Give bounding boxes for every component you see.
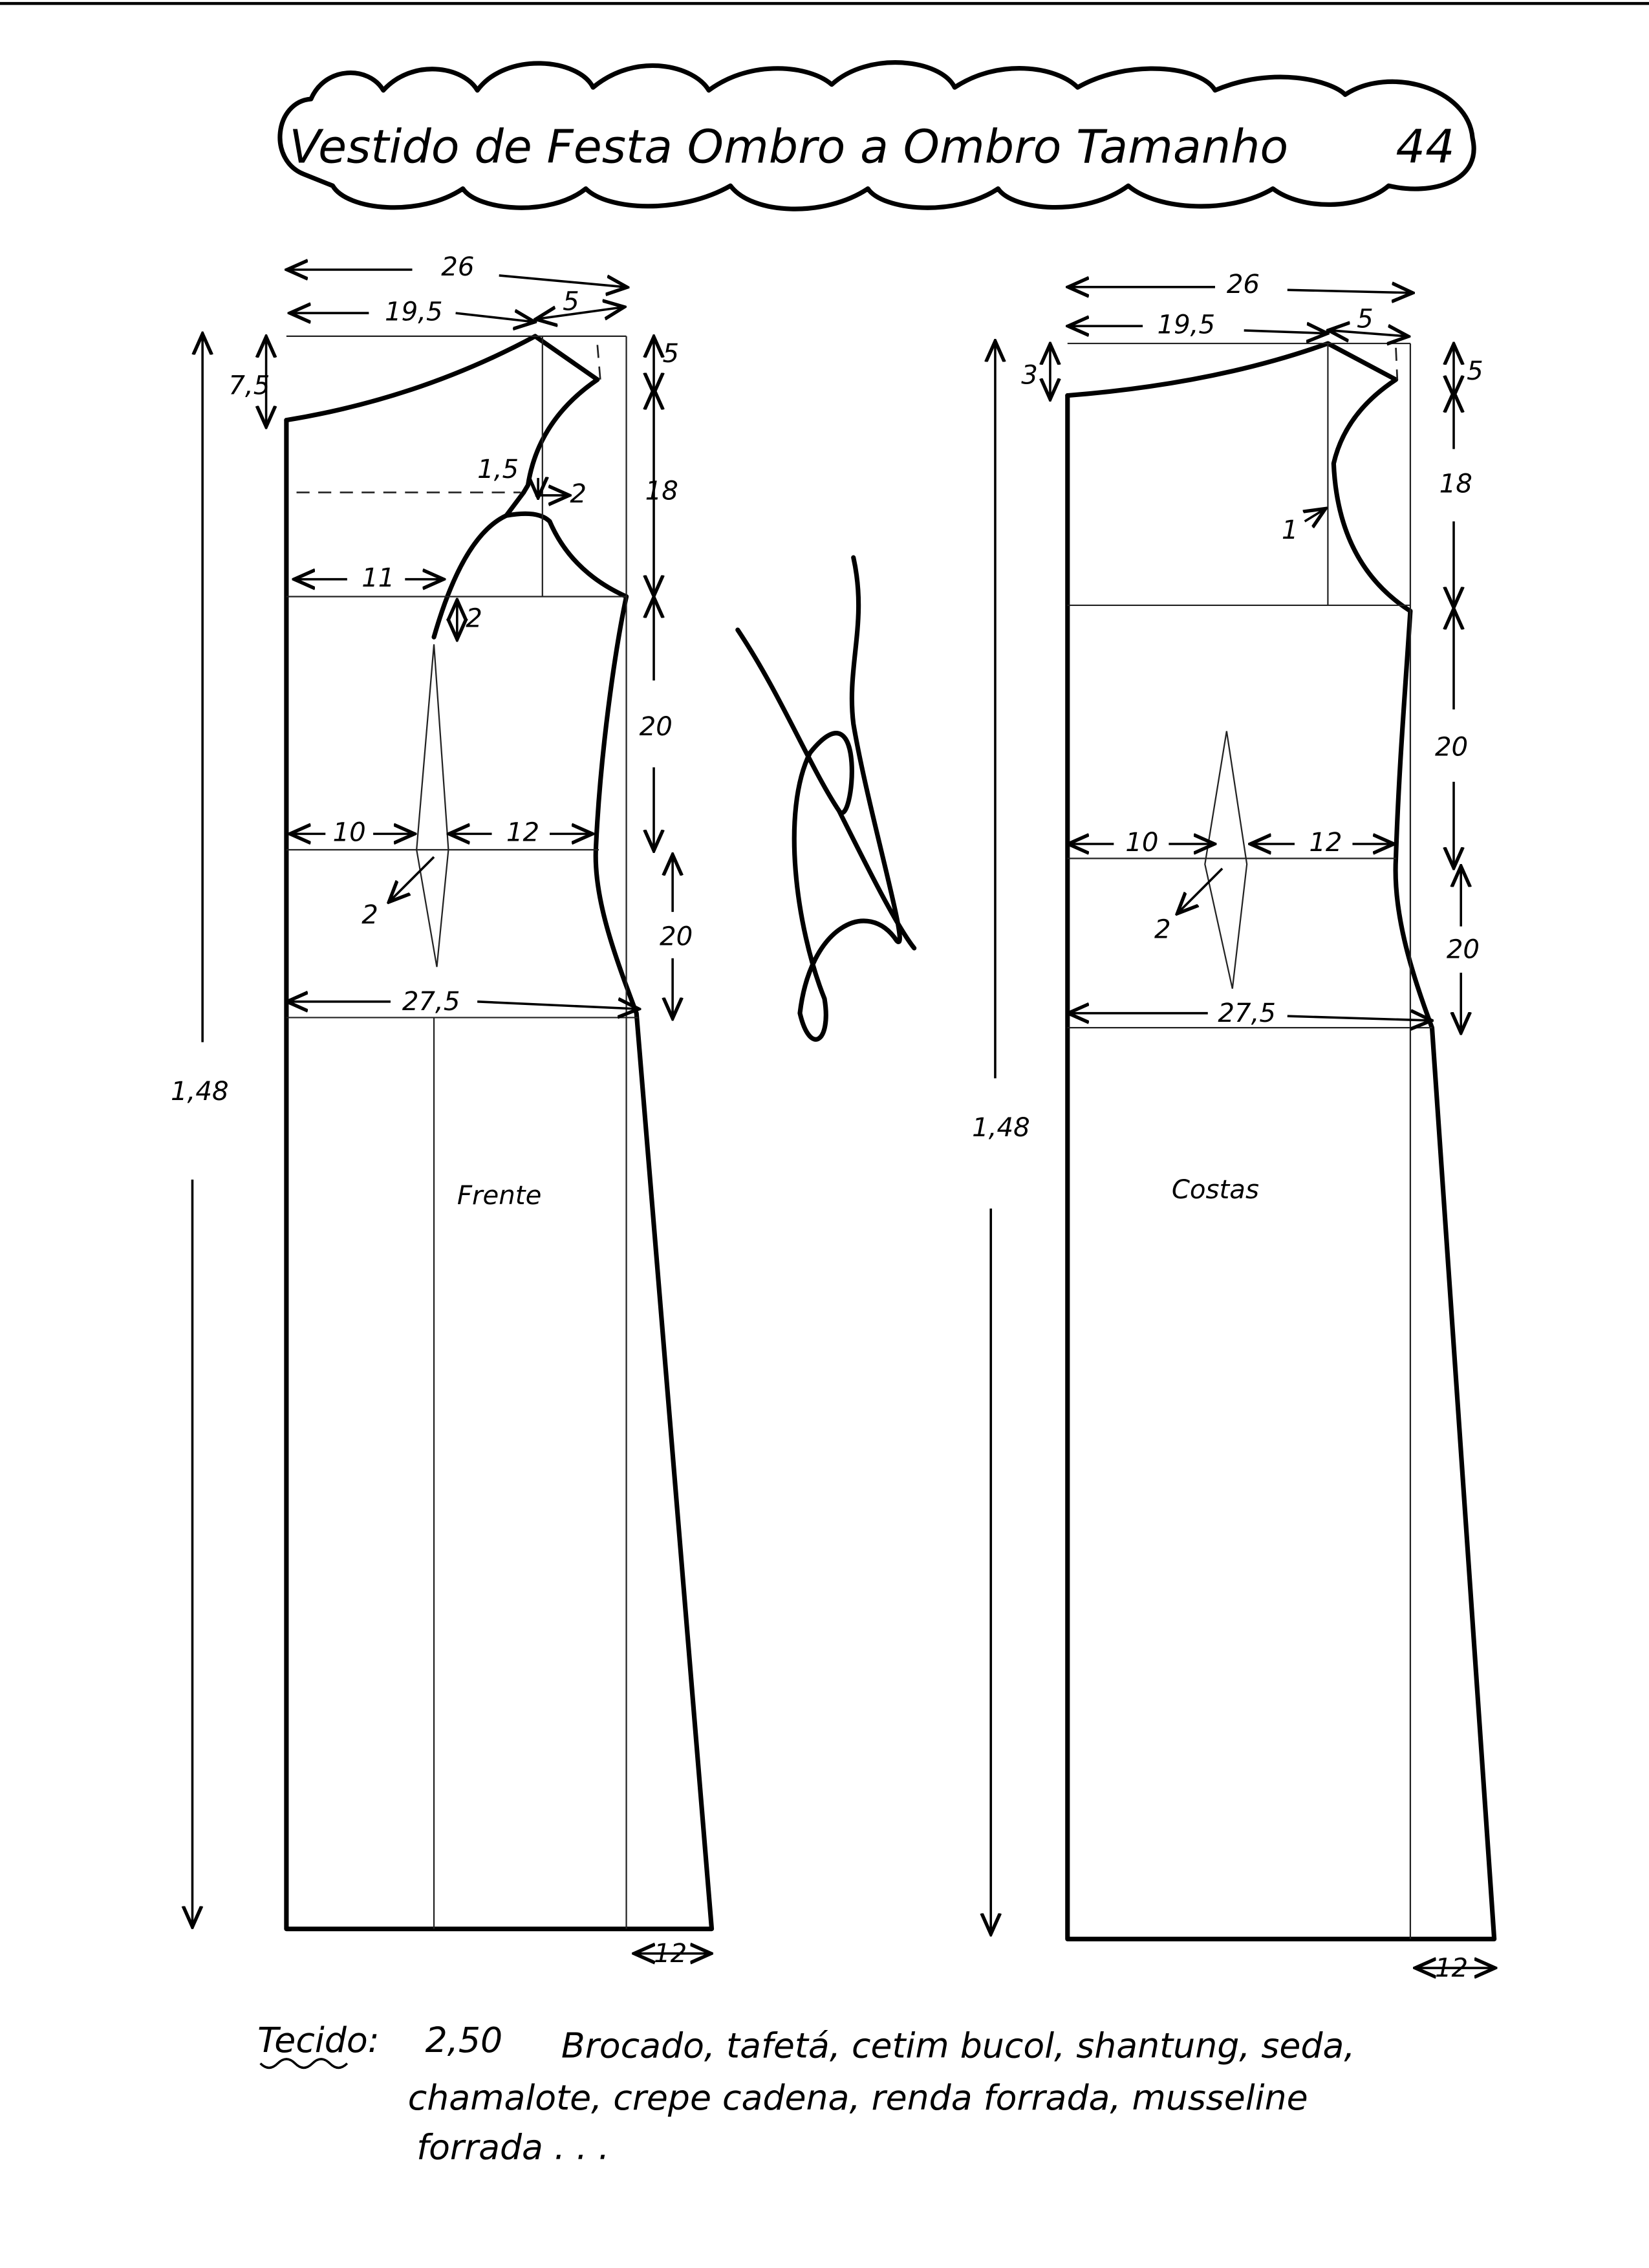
back-dim-armhole-depth: 1 xyxy=(1282,515,1299,545)
front-dim-hip-height: 20 xyxy=(660,922,693,952)
back-piece-name: Costas xyxy=(1172,1175,1259,1205)
front-dim-neck-width: 19,5 xyxy=(385,297,443,327)
back-dim-total-width: 26 xyxy=(1227,270,1260,299)
fabric-notes: Tecido: 2,50 Brocado, tafetá, cetim buco… xyxy=(257,2020,1355,2168)
fabric-list-line-2: chamalote, crepe cadena, renda forrada, … xyxy=(408,2077,1308,2118)
back-dim-armhole: 18 xyxy=(1439,469,1472,499)
fabric-label: Tecido: xyxy=(257,2020,380,2060)
front-dim-length: 1,48 xyxy=(171,1077,229,1107)
front-dim-dart-width: 2 xyxy=(570,479,587,509)
front-dim-waist-height: 20 xyxy=(640,712,673,742)
front-pattern-piece: 26 19,5 5 7,5 5 18 1,5 2 11 2 20 10 12 2… xyxy=(171,252,715,1969)
front-dim-waist-left: 10 xyxy=(332,818,365,848)
back-dim-waist-left: 10 xyxy=(1125,828,1158,858)
front-dim-waist-right: 12 xyxy=(506,818,539,848)
back-dim-shoulder-drop: 5 xyxy=(1467,356,1483,386)
back-dim-dart-waist: 2 xyxy=(1154,914,1171,944)
back-dim-neck-drop: 3 xyxy=(1021,361,1038,391)
front-dim-dart-waist: 2 xyxy=(361,900,378,930)
back-dim-neck-width: 19,5 xyxy=(1157,310,1215,340)
fabric-label-underline xyxy=(259,2058,349,2069)
front-piece-name: Frente xyxy=(457,1181,542,1211)
fabric-amount: 2,50 xyxy=(426,2020,503,2060)
front-dim-bust-point: 11 xyxy=(361,563,394,593)
fabric-list-line-3: forrada . . . xyxy=(416,2126,609,2167)
fabric-list-line-1: Brocado, tafetá, cetim bucol, shantung, … xyxy=(561,2025,1355,2066)
back-waist-dart xyxy=(1204,731,1248,989)
back-dim-hip-height: 20 xyxy=(1447,935,1480,965)
page-title: Vestido de Festa Ombro a Ombro Tamanho xyxy=(289,120,1288,173)
back-dim-waist-right: 12 xyxy=(1309,828,1342,858)
front-dim-neck-drop: 7,5 xyxy=(228,371,270,400)
back-pattern-piece: 26 19,5 5 3 5 18 1 20 10 12 2 20 27,5 1,… xyxy=(972,270,1494,1983)
signature xyxy=(735,555,917,1042)
front-dim-shoulder: 5 xyxy=(563,287,579,317)
title-cloud: Vestido de Festa Ombro a Ombro Tamanho 4… xyxy=(277,60,1476,211)
front-dim-hem-flare: 12 xyxy=(654,1939,687,1969)
front-dim-shoulder-drop: 5 xyxy=(662,339,679,369)
front-dim-dart-top: 2 xyxy=(466,603,482,633)
front-dim-armhole: 18 xyxy=(645,477,678,506)
back-dim-waist-height: 20 xyxy=(1435,733,1468,762)
back-dim-length: 1,48 xyxy=(972,1113,1030,1143)
front-dim-dart-depth: 1,5 xyxy=(477,455,519,484)
size-number: 44 xyxy=(1396,120,1455,173)
front-dim-total-width: 26 xyxy=(441,252,474,282)
back-dim-hem-flare: 12 xyxy=(1435,1953,1468,1983)
front-waist-dart xyxy=(416,644,449,967)
back-dim-shoulder: 5 xyxy=(1357,304,1374,334)
back-dim-hip-width: 27,5 xyxy=(1218,999,1276,1028)
front-dim-hip-width: 27,5 xyxy=(402,987,460,1017)
